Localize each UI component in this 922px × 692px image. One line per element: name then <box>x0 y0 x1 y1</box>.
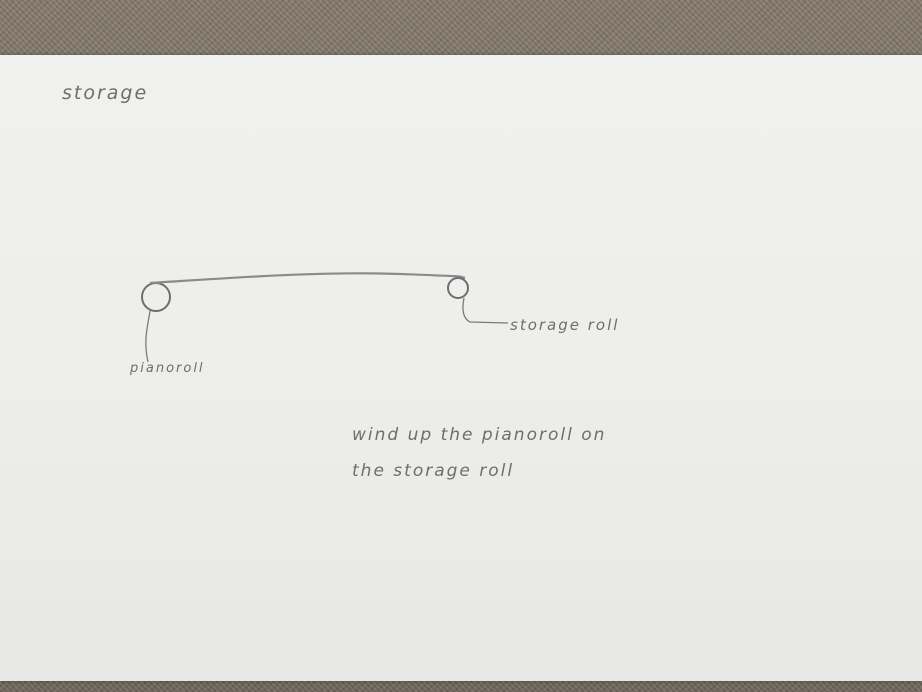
piano-roll-strip <box>149 272 466 285</box>
title-text: storage <box>62 82 148 104</box>
piano-roll-label: pianoroll <box>129 361 205 376</box>
storage-roll-label: storage roll <box>510 316 619 334</box>
piano-roll-leader-line <box>145 310 151 363</box>
piano-roll-circle <box>141 282 171 312</box>
storage-roll-circle <box>447 277 469 299</box>
paper-card <box>0 55 922 681</box>
instruction-line-2: the storage roll <box>352 461 514 481</box>
storage-roll-leader-line <box>462 297 509 324</box>
instruction-line-1: wind up the pianoroll on <box>352 425 606 445</box>
